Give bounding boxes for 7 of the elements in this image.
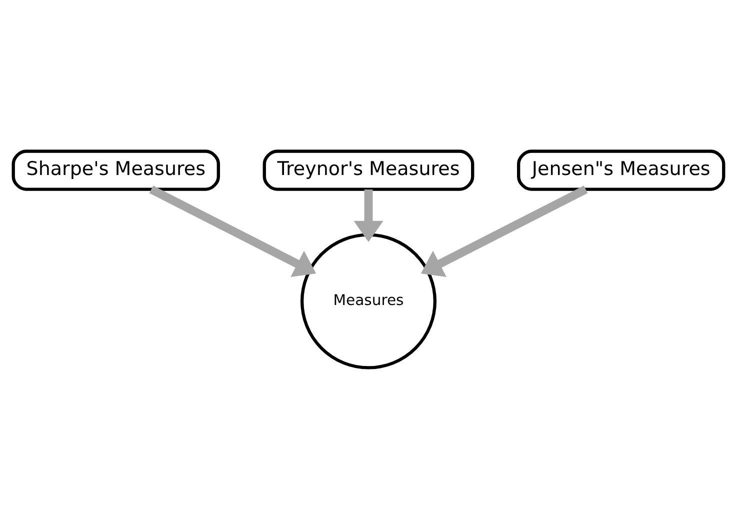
arrow xyxy=(354,190,384,242)
arrow xyxy=(420,186,588,278)
node-box: Treynor's Measures xyxy=(262,150,474,191)
node-box: Sharpe's Measures xyxy=(12,150,220,191)
arrow xyxy=(149,186,316,278)
node-circle: Measures xyxy=(300,233,437,370)
node-box: Jensen"s Measures xyxy=(517,150,726,191)
